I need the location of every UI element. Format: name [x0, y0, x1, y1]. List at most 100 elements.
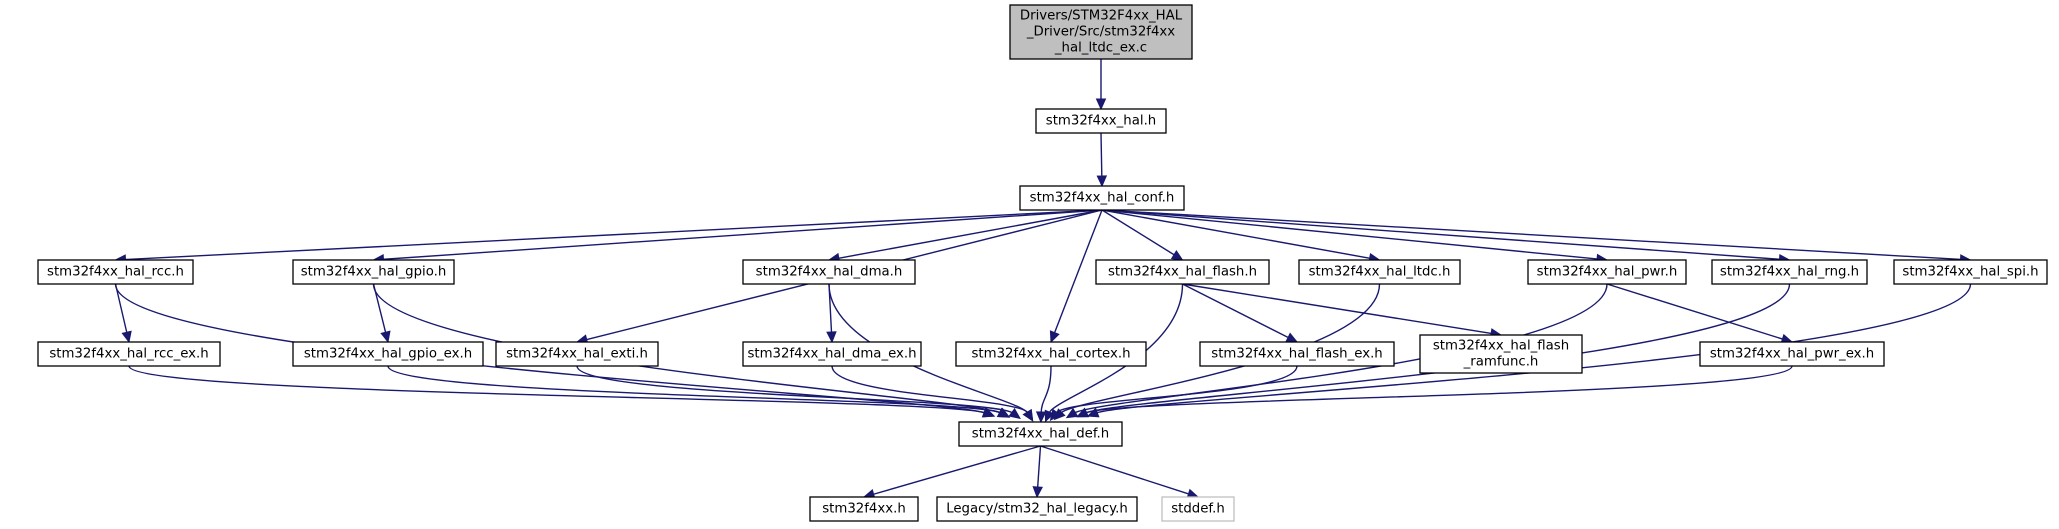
edge-line: [1101, 209, 1962, 261]
node-label: _hal_ltdc_ex.c: [1054, 41, 1147, 56]
edge-line: [828, 283, 1029, 414]
node-box: [958, 421, 1123, 447]
arrow-head: [1008, 407, 1021, 420]
node-label: stm32f4xx_hal_flash_ex.h: [1211, 347, 1382, 362]
arrow-head: [1095, 98, 1107, 111]
node-label: stm32f4xx_hal_gpio.h: [301, 265, 447, 280]
node-ltdc[interactable]: stm32f4xx_hal_ltdc.h: [1298, 259, 1461, 285]
arrow-head: [1096, 175, 1108, 188]
node-hal[interactable]: stm32f4xx_hal.h: [1035, 108, 1167, 134]
edge-flash-to-def: [1044, 283, 1184, 423]
node-dma-ex[interactable]: stm32f4xx_hal_dma_ex.h: [742, 341, 922, 367]
edge-def-to-f4xx: [862, 445, 1041, 500]
edge-pwr-to-def: [1065, 283, 1608, 419]
node-box: [495, 341, 659, 367]
arrow-head: [1049, 408, 1062, 422]
node-rcc[interactable]: stm32f4xx_hal_rcc.h: [37, 259, 194, 285]
arrow-head: [1285, 332, 1299, 343]
arrow-head: [826, 331, 837, 344]
node-label: stm32f4xx_hal_ltdc.h: [1309, 265, 1451, 280]
node-box: [742, 259, 916, 285]
arrow-head: [1035, 411, 1047, 424]
node-label: stm32f4xx.h: [822, 502, 906, 517]
node-label: stm32f4xx_hal_flash.h: [1108, 265, 1257, 280]
edge-hal-to-conf: [1096, 132, 1108, 188]
node-box: [292, 259, 455, 285]
node-label: stm32f4xx_hal_cortex.h: [971, 347, 1130, 362]
node-label: stm32f4xx_hal_dma_ex.h: [747, 347, 916, 362]
edge-conf-to-flash: [1101, 209, 1184, 261]
edge-line: [128, 365, 987, 414]
node-label: Legacy/stm32_hal_legacy.h: [946, 502, 1128, 517]
node-label: stm32f4xx_hal_pwr_ex.h: [1710, 347, 1874, 362]
node-gpio-ex[interactable]: stm32f4xx_hal_gpio_ex.h: [292, 341, 484, 367]
node-cortex[interactable]: stm32f4xx_hal_cortex.h: [955, 341, 1147, 367]
node-exti[interactable]: stm32f4xx_hal_exti.h: [495, 341, 659, 367]
edge-def-to-stddef: [1040, 445, 1200, 499]
node-label: stm32f4xx_hal_rcc.h: [47, 265, 184, 280]
node-flash-ex[interactable]: stm32f4xx_hal_flash_ex.h: [1199, 341, 1395, 367]
node-stddef[interactable]: stddef.h: [1161, 496, 1235, 522]
node-label: stm32f4xx_hal_gpio_ex.h: [304, 347, 472, 362]
node-box: [936, 496, 1138, 522]
node-label: stm32f4xx_hal.h: [1046, 114, 1156, 129]
arrow-head: [121, 330, 132, 344]
arrow-head: [1044, 409, 1055, 423]
node-root[interactable]: Drivers/STM32F4xx_HAL_Driver/Src/stm32f4…: [1009, 4, 1193, 60]
node-label: Drivers/STM32F4xx_HAL: [1020, 9, 1183, 24]
edge-line: [1048, 283, 1184, 414]
node-flash[interactable]: stm32f4xx_hal_flash.h: [1095, 259, 1270, 285]
node-label: stm32f4xx_hal_dma.h: [756, 265, 903, 280]
arrow-head: [380, 330, 391, 344]
edge-line: [1040, 445, 1190, 495]
arrow-head: [1076, 407, 1090, 418]
node-pwr[interactable]: stm32f4xx_hal_pwr.h: [1527, 259, 1687, 285]
edge-line: [1182, 283, 1290, 339]
edge-rcc-to-rcc-ex: [114, 283, 132, 344]
edge-line: [124, 209, 1103, 261]
node-rcc-ex[interactable]: stm32f4xx_hal_rcc_ex.h: [37, 341, 221, 367]
graph-nodes: Drivers/STM32F4xx_HAL_Driver/Src/stm32f4…: [37, 4, 2048, 522]
node-box: [37, 341, 221, 367]
edge-line: [831, 365, 1029, 414]
edge-line: [837, 209, 1103, 260]
node-box: [1893, 259, 2048, 285]
node-box: [292, 341, 484, 367]
edge-dma-ex-to-def: [831, 365, 1034, 422]
node-dma[interactable]: stm32f4xx_hal_dma.h: [742, 259, 916, 285]
edge-conf-to-dma: [827, 209, 1103, 264]
edge-exti-to-def: [576, 365, 1021, 420]
edge-line: [1053, 209, 1103, 334]
edge-line: [576, 365, 1014, 414]
edge-line: [1182, 283, 1493, 335]
edge-line: [387, 365, 1002, 414]
node-box: [1161, 496, 1235, 522]
node-label: _Driver/Src/stm32f4xx: [1026, 25, 1175, 40]
edge-pwr-to-pwr-ex: [1606, 283, 1794, 344]
node-label: stm32f4xx_hal_rng.h: [1720, 265, 1859, 280]
node-box: [809, 496, 919, 522]
arrow-head: [997, 407, 1011, 418]
node-box: [1711, 259, 1868, 285]
node-conf[interactable]: stm32f4xx_hal_conf.h: [1019, 185, 1185, 211]
node-label: stm32f4xx_hal_def.h: [972, 427, 1109, 442]
node-box: [37, 259, 194, 285]
node-rng[interactable]: stm32f4xx_hal_rng.h: [1711, 259, 1868, 285]
node-label: stm32f4xx_hal_pwr.h: [1537, 265, 1678, 280]
node-def[interactable]: stm32f4xx_hal_def.h: [958, 421, 1123, 447]
node-box: [1298, 259, 1461, 285]
edge-line: [1101, 209, 1176, 256]
node-label: stm32f4xx_hal_flash: [1433, 339, 1569, 354]
arrow-head: [1022, 408, 1034, 422]
node-spi[interactable]: stm32f4xx_hal_spi.h: [1893, 259, 2048, 285]
node-gpio[interactable]: stm32f4xx_hal_gpio.h: [292, 259, 455, 285]
node-legacy[interactable]: Legacy/stm32_hal_legacy.h: [936, 496, 1138, 522]
node-box: [742, 341, 922, 367]
node-label: stm32f4xx_hal_rcc_ex.h: [49, 347, 208, 362]
edge-line: [1055, 365, 1298, 414]
node-label: stm32f4xx_hal_conf.h: [1030, 191, 1175, 206]
node-pwr-ex[interactable]: stm32f4xx_hal_pwr_ex.h: [1699, 341, 1885, 367]
node-box: [1199, 341, 1395, 367]
node-f4xx[interactable]: stm32f4xx.h: [809, 496, 919, 522]
node-flash-ramfunc[interactable]: stm32f4xx_hal_flash_ramfunc.h: [1419, 334, 1583, 374]
